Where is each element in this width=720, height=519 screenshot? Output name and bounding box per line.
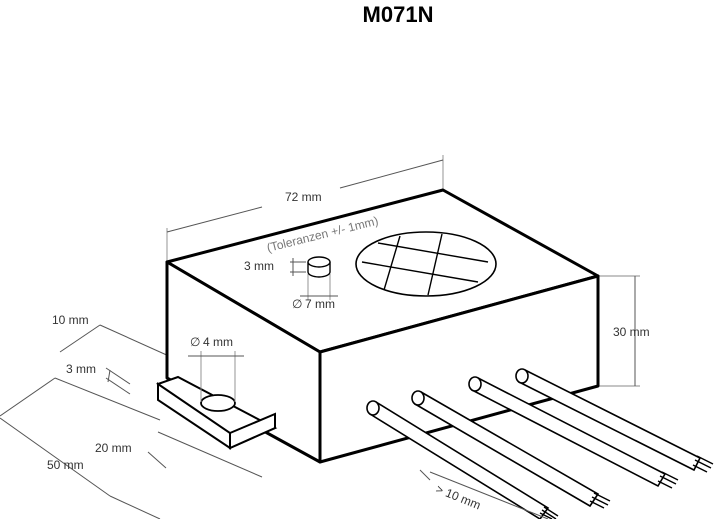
led: 3 mm ∅ 7 mm (244, 256, 338, 311)
height-dimension: 30 mm (598, 275, 650, 387)
speaker-grille (355, 231, 497, 297)
lug-length-label: 20 mm (95, 441, 132, 455)
height-label: 30 mm (613, 325, 650, 339)
wires (366, 368, 714, 519)
led-diameter-label: 7 mm (305, 297, 335, 311)
mounting-lug: ∅ 4 mm (156, 335, 278, 450)
wire-length-label: > 10 mm (434, 482, 483, 513)
wire (411, 390, 611, 509)
lug-width-label: 10 mm (52, 313, 89, 327)
lug-thickness-label: 3 mm (66, 362, 96, 376)
hole-diameter-label: 4 mm (203, 335, 233, 349)
hole-diameter-symbol: ∅ (190, 335, 200, 349)
led-diameter-symbol: ∅ (292, 297, 302, 311)
led-height-label: 3 mm (244, 259, 274, 273)
left-dimensions: 10 mm 3 mm 20 mm 50 mm (0, 313, 263, 519)
wire (366, 400, 559, 519)
width-label: 50 mm (47, 458, 84, 472)
length-dimension: 72 mm (166, 155, 444, 262)
length-label: 72 mm (285, 190, 322, 204)
wire (468, 376, 679, 489)
wire (515, 368, 714, 473)
drawing-title: M071N (363, 2, 434, 27)
